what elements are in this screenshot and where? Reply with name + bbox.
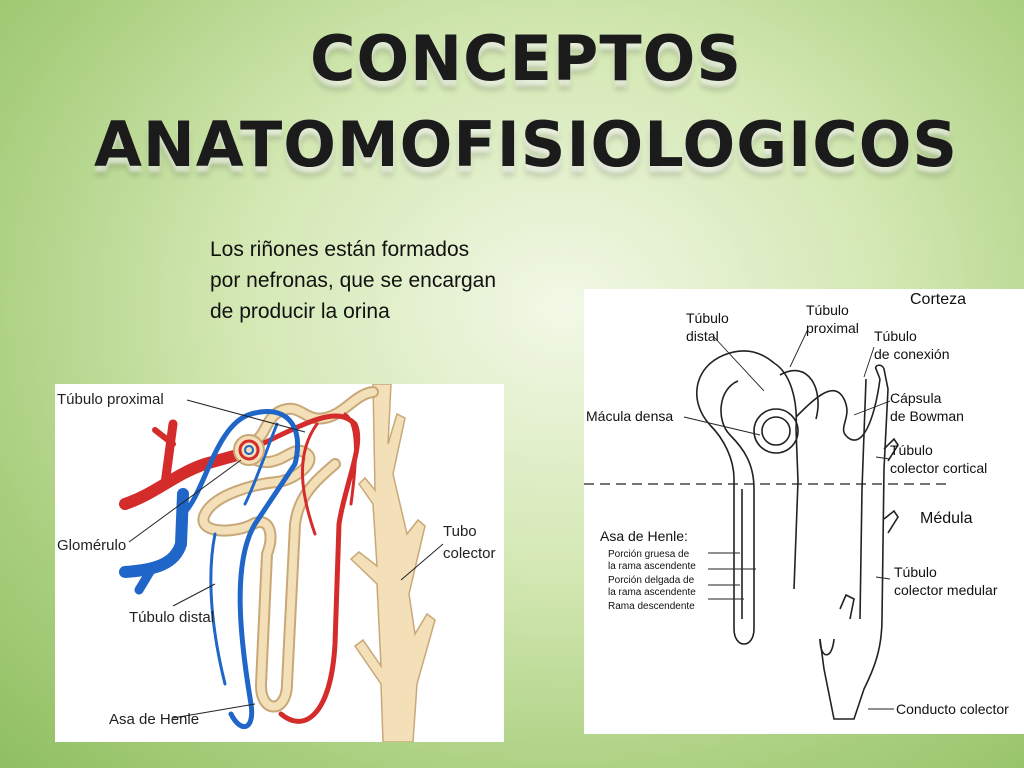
label-porcion-delgada-1: Porción delgada de [608, 575, 695, 586]
label-tubulo-proximal-2: proximal [806, 320, 859, 336]
nephron-color-svg: Túbulo proximal Glomérulo Túbulo distal … [57, 384, 496, 742]
label-tubulo-conexion-2: de conexión [874, 346, 950, 362]
label-tubulo-distal-2: distal [686, 328, 719, 344]
label-corteza: Corteza [910, 291, 966, 308]
intro-line-1: Los riñones están formados [210, 238, 470, 261]
title-line-2: ANATOMOFISIOLOGICOS [93, 108, 959, 181]
label-medula: Médula [920, 510, 973, 527]
artery-shape [119, 412, 361, 724]
label-tubulo-proximal-1: Túbulo [806, 302, 849, 318]
label-glomerulo: Glomérulo [57, 537, 126, 554]
schematic-leader-lines [683, 328, 894, 710]
label-colector-cortical-1: Túbulo [890, 442, 933, 458]
label-tubulo-distal-1: Túbulo [686, 310, 729, 326]
label-tubulo-proximal: Túbulo proximal [57, 391, 164, 408]
intro-text: Los riñones están formados por nefronas,… [210, 234, 580, 327]
intro-line-2: por nefronas, que se encargan [210, 269, 497, 292]
collecting-duct-shape [349, 384, 436, 742]
label-capsula-1: Cápsula [890, 390, 942, 406]
label-porcion-gruesa-1: Porción gruesa de [608, 549, 690, 560]
label-macula-densa: Mácula densa [586, 408, 673, 424]
leader-lines [128, 399, 444, 719]
nephron-schematic: Corteza Túbulo distal Túbulo proximal Tú… [584, 289, 1024, 734]
label-asa-de-henle: Asa de Henle [109, 711, 199, 728]
label-conducto-colector: Conducto colector [896, 701, 1009, 717]
intro-line-3: de producir la orina [210, 300, 390, 323]
title-line-1: CONCEPTOS [309, 22, 743, 95]
label-colector-cortical-2: colector cortical [890, 460, 987, 476]
label-tubulo-distal: Túbulo distal [129, 609, 214, 626]
glomerulus-shape [233, 434, 265, 466]
label-capsula-2: de Bowman [890, 408, 964, 424]
label-colector-medular-1: Túbulo [894, 564, 937, 580]
nephron-outline [695, 350, 899, 720]
label-rama-descendente: Rama descendente [608, 601, 695, 612]
nephron-color-illustration: Túbulo proximal Glomérulo Túbulo distal … [55, 384, 504, 742]
label-asa-de-henle-schematic: Asa de Henle: [600, 528, 688, 544]
label-porcion-delgada-2: la rama ascendente [608, 587, 696, 598]
label-tubo: Tubo [443, 523, 477, 540]
label-colector-medular-2: colector medular [894, 582, 998, 598]
vein-shape [119, 408, 301, 729]
label-colector: colector [443, 545, 496, 562]
label-tubulo-conexion-1: Túbulo [874, 328, 917, 344]
label-porcion-gruesa-2: la rama ascendente [608, 561, 696, 572]
tubule-shape [197, 386, 379, 713]
nephron-schematic-svg: Corteza Túbulo distal Túbulo proximal Tú… [584, 291, 1009, 720]
